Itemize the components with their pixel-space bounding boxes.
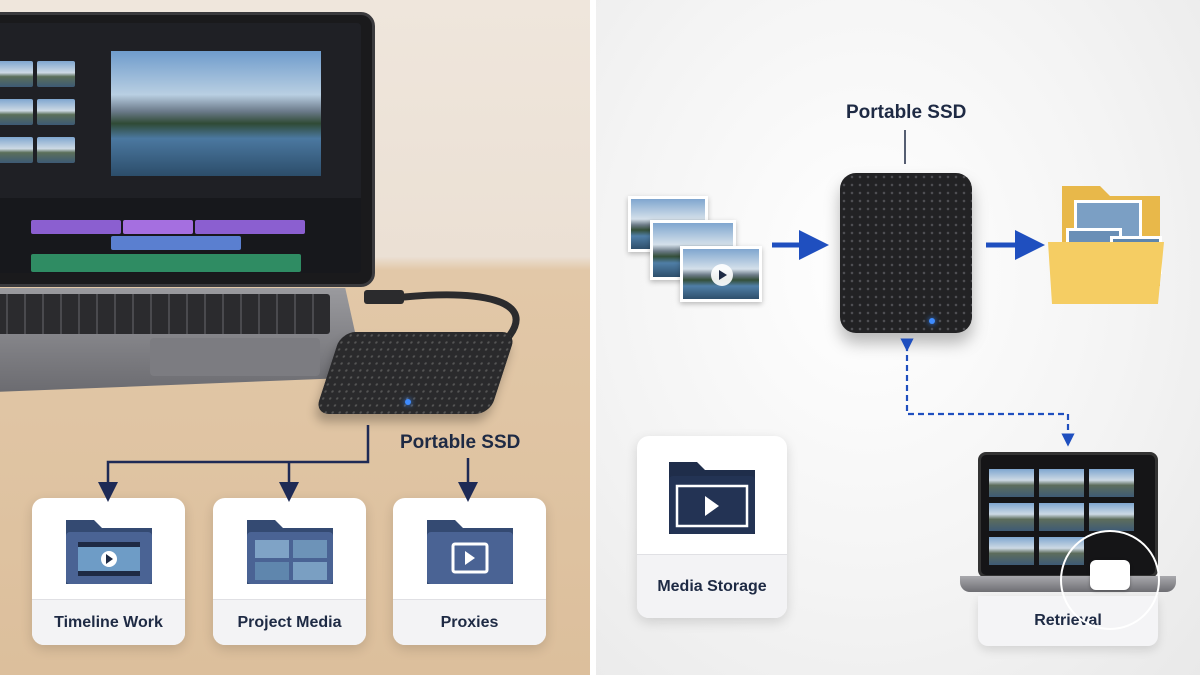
- video-thumbnail: [989, 469, 1034, 497]
- video-clip: [31, 220, 121, 234]
- cursor-badge: [1060, 530, 1160, 630]
- media-thumbnail: [37, 99, 75, 125]
- portable-ssd-label: Portable SSD: [400, 432, 521, 453]
- video-thumbnail: [989, 537, 1034, 565]
- media-thumbnail: [0, 99, 33, 125]
- card-footer: Project Media: [213, 599, 366, 645]
- video-clip: [111, 236, 241, 250]
- video-editor-window: [0, 23, 361, 273]
- portable-ssd-device-right: [840, 173, 972, 333]
- video-thumbnail: [1039, 469, 1084, 497]
- media-thumbnail: [37, 61, 75, 87]
- laptop-screen: [0, 12, 375, 287]
- portable-ssd-label-right: Portable SSD: [846, 102, 967, 123]
- video-thumbnail: [989, 503, 1034, 531]
- film-folder-icon: [66, 520, 152, 584]
- ssd-status-led-right: [929, 318, 935, 324]
- portable-ssd-device: [314, 332, 517, 414]
- media-storage-card: Media Storage: [637, 436, 787, 618]
- video-thumbnail: [1039, 503, 1084, 531]
- media-folder-icon: [669, 462, 755, 534]
- media-thumbnail: [0, 137, 33, 163]
- media-thumbnail: [0, 61, 33, 87]
- cursor-icon: [1090, 560, 1130, 590]
- media-thumbnail: [37, 137, 75, 163]
- proxies-label: Proxies: [440, 613, 499, 631]
- editing-timeline: [0, 198, 361, 273]
- proxies-card: Proxies: [393, 498, 546, 645]
- panel-divider: [590, 0, 596, 675]
- project-media-label: Project Media: [237, 613, 342, 631]
- card-footer: Media Storage: [637, 554, 787, 618]
- video-thumbnail: [1089, 469, 1134, 497]
- laptop-trackpad: [150, 338, 320, 376]
- left-panel: Portable SSD Timeline Work Project Media: [0, 0, 590, 675]
- media-storage-label: Media Storage: [657, 577, 767, 595]
- laptop-keyboard: [0, 294, 330, 334]
- timeline-work-label: Timeline Work: [54, 613, 163, 631]
- card-footer: Timeline Work: [32, 599, 185, 645]
- yellow-folder-icon: [1048, 186, 1164, 304]
- video-clip: [195, 220, 305, 234]
- project-media-card: Project Media: [213, 498, 366, 645]
- card-footer: Proxies: [393, 599, 546, 645]
- video-thumbnail: [1089, 503, 1134, 531]
- ssd-status-led: [405, 399, 411, 405]
- video-clip: [123, 220, 193, 234]
- video-folder-icon: [427, 520, 513, 584]
- timeline-work-card: Timeline Work: [32, 498, 185, 645]
- audio-clip: [31, 254, 301, 272]
- photo-folder-icon: [247, 520, 333, 584]
- program-monitor-preview: [111, 51, 321, 176]
- play-icon: [711, 264, 733, 286]
